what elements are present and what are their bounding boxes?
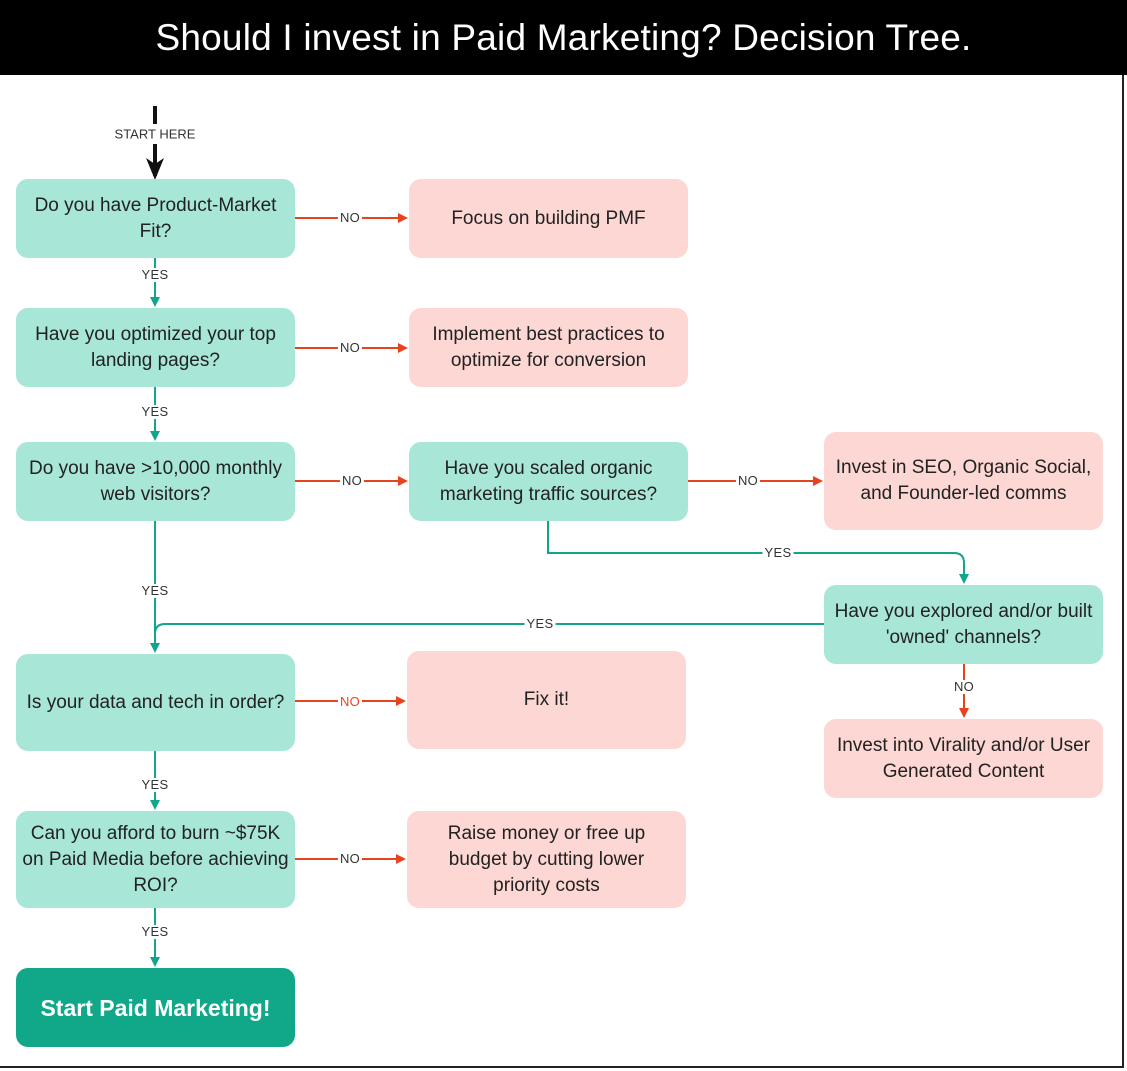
label-visitors-yes: YES [139, 583, 171, 598]
node-raise-money: Raise money or free up budget by cutting… [407, 811, 686, 908]
node-afford-burn: Can you afford to burn ~$75K on Paid Med… [16, 811, 295, 908]
node-fix-it: Fix it! [407, 651, 686, 749]
label-afford-no: NO [337, 851, 363, 866]
label-pmf-no: NO [337, 210, 363, 225]
label-landing-yes: YES [139, 404, 171, 419]
node-monthly-visitors: Do you have >10,000 monthly web visitors… [16, 442, 295, 521]
label-data-yes: YES [139, 777, 171, 792]
node-start-paid-marketing: Start Paid Marketing! [16, 968, 295, 1047]
label-visitors-no: NO [339, 473, 365, 488]
node-data-tech: Is your data and tech in order? [16, 654, 295, 751]
node-build-pmf: Focus on building PMF [409, 179, 688, 258]
label-landing-no: NO [337, 340, 363, 355]
label-afford-yes: YES [139, 924, 171, 939]
node-landing-pages: Have you optimized your top landing page… [16, 308, 295, 387]
node-invest-seo: Invest in SEO, Organic Social, and Found… [824, 432, 1103, 530]
label-organic-no: NO [735, 473, 761, 488]
node-product-market-fit: Do you have Product-Market Fit? [16, 179, 295, 258]
node-invest-virality: Invest into Virality and/or User Generat… [824, 719, 1103, 798]
edge-organic-yes [547, 521, 969, 584]
diagram-title: Should I invest in Paid Marketing? Decis… [0, 0, 1127, 75]
edge-owned-yes [154, 623, 824, 635]
label-organic-yes: YES [762, 545, 794, 560]
node-optimize-conversion: Implement best practices to optimize for… [409, 308, 688, 387]
start-label: START HERE [112, 126, 198, 142]
label-data-no: NO [337, 694, 363, 709]
node-owned-channels: Have you explored and/or built 'owned' c… [824, 585, 1103, 664]
label-owned-no: NO [951, 679, 977, 694]
label-pmf-yes: YES [139, 267, 171, 282]
label-owned-yes: YES [524, 616, 556, 631]
node-organic-traffic: Have you scaled organic marketing traffi… [409, 442, 688, 521]
